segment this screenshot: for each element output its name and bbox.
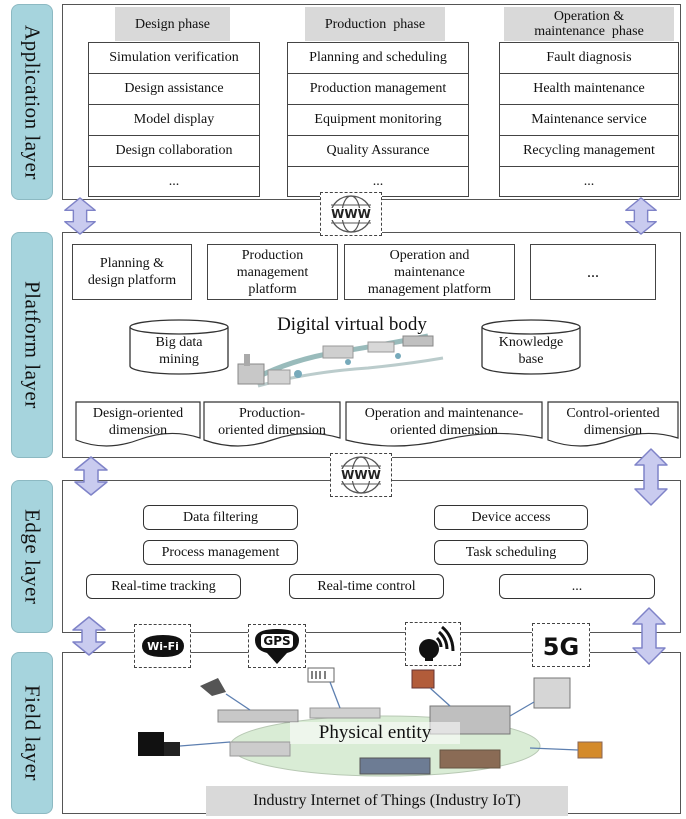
edge-layer-label: Edge layer: [11, 480, 53, 633]
phase-item: Design collaboration: [89, 136, 259, 167]
dimension-line: Control-oriented: [566, 406, 660, 421]
production-phase-header-text: Production phase: [324, 16, 426, 32]
real-time-control-box: Real-time control: [289, 574, 444, 599]
platform-line: Planning &: [99, 256, 165, 271]
field-layer-label: Field layer: [11, 652, 53, 814]
dimension-line: oriented dimension: [390, 423, 498, 438]
platform-line: maintenance: [394, 264, 465, 280]
digital-virtual-body-title: Digital virtual body: [277, 314, 427, 335]
app-platform-arrow-left: [64, 197, 96, 235]
production-phase-header: Production phase: [305, 7, 445, 41]
knowledge-line: Knowledge: [498, 335, 564, 350]
process-management-box: Process management: [143, 540, 298, 565]
dimension-shapes: [75, 401, 679, 447]
big-data-cylinder-icon: [129, 319, 229, 375]
phase-item: ...: [372, 174, 384, 189]
phase-item: Production management: [288, 74, 468, 105]
phase-item: Simulation verification: [89, 43, 259, 74]
phase-item: Design assistance: [89, 74, 259, 105]
more-platforms: ...: [530, 244, 656, 300]
dimension-line: oriented dimension: [218, 423, 326, 438]
phase-item: Fault diagnosis: [500, 43, 678, 74]
design-phase-list: Simulation verification Design assistanc…: [88, 42, 260, 197]
platform-line: management: [236, 264, 309, 280]
operation-phase-header: Operation & maintenance phase: [504, 7, 674, 41]
knowledge-line: base: [518, 352, 544, 367]
application-layer-label: Application layer: [11, 4, 53, 200]
operation-maintenance-platform: Operation and maintenance management pla…: [344, 244, 515, 300]
operation-phase-list: Fault diagnosis Health maintenance Maint…: [499, 42, 679, 197]
phase-item: Quality Assurance: [288, 136, 468, 167]
device-access-box: Device access: [434, 505, 588, 530]
dimension-line: Operation and maintenance-: [364, 406, 524, 421]
satellite-signal-icon: [405, 622, 461, 666]
platform-layer-text: Platform layer: [20, 281, 45, 409]
field-layer-text: Field layer: [20, 685, 45, 781]
app-platform-arrow-right: [625, 197, 657, 235]
phase-item: ...: [583, 174, 595, 189]
www-text: WWW: [341, 468, 381, 482]
wifi-icon: Wi-Fi: [134, 624, 191, 668]
control-oriented-dimension: Control-oriented dimension: [548, 405, 678, 439]
application-layer-text: Application layer: [20, 24, 45, 180]
design-phase-header-text: Design phase: [134, 16, 211, 32]
platform-line: Production: [241, 247, 304, 263]
knowledge-base-label: Knowledge base: [480, 334, 582, 368]
phase-item: Equipment monitoring: [288, 105, 468, 136]
wifi-text: Wi-Fi: [147, 640, 179, 653]
5g-icon: 5G: [532, 623, 590, 667]
www-globe-icon: WWW: [320, 192, 382, 236]
gps-text: GPS: [263, 634, 290, 648]
gps-icon: GPS: [248, 624, 306, 668]
platform-line: Operation and: [389, 247, 470, 263]
digital-factory-illustration: [237, 333, 444, 388]
task-scheduling-box: Task scheduling: [434, 540, 588, 565]
5g-text: 5G: [543, 633, 579, 661]
planning-design-platform: Planning & design platform: [72, 244, 192, 300]
design-oriented-dimension: Design-oriented dimension: [76, 405, 200, 439]
data-filtering-box: Data filtering: [143, 505, 298, 530]
phase-item: Planning and scheduling: [288, 43, 468, 74]
more-edge-functions-box: ...: [499, 574, 655, 599]
operation-maintenance-oriented-dimension: Operation and maintenance- oriented dime…: [346, 405, 542, 439]
production-management-platform: Production management platform: [207, 244, 338, 300]
industry-iot-banner: Industry Internet of Things (Industry Io…: [206, 786, 568, 816]
big-data-mining-label: Big data mining: [128, 334, 230, 368]
platform-line: platform: [248, 281, 297, 297]
big-data-line: Big data: [155, 335, 203, 350]
dimension-line: dimension: [108, 423, 168, 438]
edge-layer-text: Edge layer: [20, 508, 45, 605]
platform-layer-label: Platform layer: [11, 232, 53, 458]
phase-item: Maintenance service: [500, 105, 678, 136]
platform-line: management platform: [367, 281, 492, 297]
big-data-line: mining: [159, 352, 199, 367]
physical-entity-label: Physical entity: [290, 722, 460, 744]
phase-item: Recycling management: [500, 136, 678, 167]
platform-line: ...: [587, 263, 599, 281]
industry-iot-text: Industry Internet of Things (Industry Io…: [253, 792, 521, 809]
dimension-line: Production-: [238, 406, 306, 421]
operation-phase-header-line1: Operation &: [553, 9, 625, 24]
www-text: WWW: [331, 207, 371, 221]
design-phase-header: Design phase: [115, 7, 230, 41]
www-globe-icon: WWW: [330, 453, 392, 497]
phase-item: Health maintenance: [500, 74, 678, 105]
operation-phase-header-line2: maintenance phase: [534, 24, 644, 39]
production-oriented-dimension: Production- oriented dimension: [204, 405, 340, 439]
knowledge-base-cylinder-icon: [481, 319, 581, 375]
phase-item: ...: [168, 174, 180, 189]
phase-item: Model display: [89, 105, 259, 136]
real-time-tracking-box: Real-time tracking: [86, 574, 241, 599]
production-phase-list: Planning and scheduling Production manag…: [287, 42, 469, 197]
dimension-line: dimension: [583, 423, 643, 438]
dimension-line: Design-oriented: [92, 406, 184, 421]
platform-line: design platform: [87, 273, 177, 288]
